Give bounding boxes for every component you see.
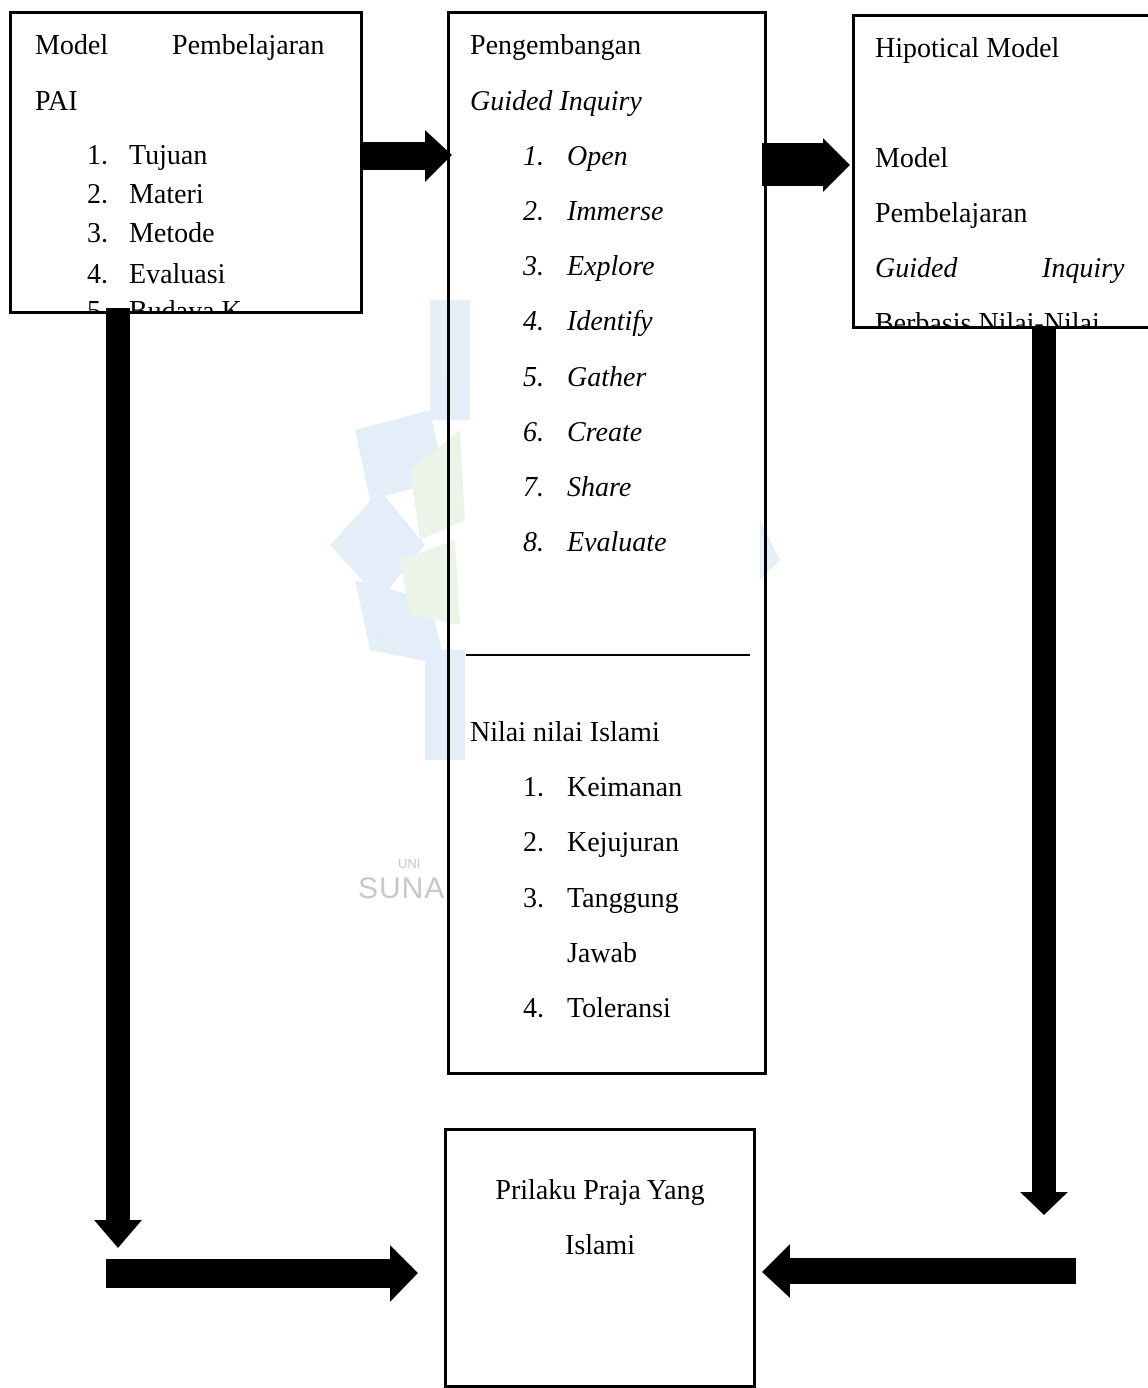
step-identify: Identify [567, 306, 653, 337]
arrow-box2-to-box3 [762, 138, 850, 192]
box1-item-number: 1. [87, 140, 108, 171]
step-number: 6. [523, 417, 544, 448]
step-number: 5. [523, 362, 544, 393]
step-explore: Explore [567, 251, 655, 282]
box3-title: Hipotical Model [875, 33, 1060, 64]
box1-item-number: 2. [87, 179, 108, 210]
box2-values-title: Nilai nilai Islami [470, 717, 660, 748]
step-number: 8. [523, 527, 544, 558]
arrow-bottom-right-to-box4 [762, 1244, 1076, 1298]
step-immerse: Immerse [567, 196, 664, 227]
box1-item-number: 3. [87, 218, 108, 249]
arrow-right-vertical-down [1020, 326, 1068, 1215]
step-gather: Gather [567, 362, 647, 393]
box1-item-metode: Metode [129, 218, 215, 249]
box2-title: Pengembangan [470, 30, 642, 61]
box1-item-tujuan: Tujuan [129, 140, 208, 171]
step-number: 7. [523, 472, 544, 503]
box1-item-number: 5. [87, 296, 108, 314]
box1-title-word-2: Pembelajaran [172, 30, 325, 61]
arrow-bottom-left-to-box4 [106, 1245, 418, 1302]
box1-title-line-2: PAI [35, 86, 78, 117]
box4-line-1: Prilaku Praja Yang [495, 1175, 705, 1206]
value-number: 3. [523, 883, 544, 914]
step-number: 2. [523, 196, 544, 227]
box2-divider [466, 654, 750, 656]
value-tanggung: Tanggung [567, 883, 679, 914]
box1-item-budaya: Budaya K [129, 296, 242, 314]
value-number: 2. [523, 827, 544, 858]
value-jawab: Jawab [567, 938, 637, 969]
box1-title-word-1: Model [35, 30, 109, 61]
box-pengembangan-guided-inquiry: Pengembangan Guided Inquiry 1. Open 2. I… [447, 11, 767, 1075]
step-number: 3. [523, 251, 544, 282]
value-number: 4. [523, 993, 544, 1024]
value-number: 1. [523, 772, 544, 803]
step-number: 1. [523, 141, 544, 172]
step-create: Create [567, 417, 643, 448]
box3-word-guided: Guided [875, 253, 958, 284]
step-open: Open [567, 141, 628, 172]
box4-line-2: Islami [565, 1230, 635, 1261]
value-kejujuran: Kejujuran [567, 827, 679, 858]
step-share: Share [567, 472, 632, 503]
step-evaluate: Evaluate [567, 527, 667, 558]
box3-word-inquiry: Inquiry [1042, 253, 1125, 284]
box3-line-pembelajaran: Pembelajaran [875, 198, 1028, 229]
value-keimanan: Keimanan [567, 772, 683, 803]
box1-item-number: 4. [87, 259, 108, 290]
box-model-pembelajaran-pai: Model Pembelajaran PAI 1. Tujuan 2. Mate… [9, 11, 363, 314]
arrow-left-vertical-down [94, 308, 142, 1248]
arrow-box1-to-box2 [363, 130, 452, 182]
box1-item-evaluasi: Evaluasi [129, 259, 226, 290]
box1-item-materi: Materi [129, 179, 204, 210]
box3-line-berbasis: Berbasis Nilai-Nilai [875, 308, 1100, 329]
box3-line-model: Model [875, 143, 949, 174]
watermark-text-small: UNI [398, 856, 421, 871]
box-hipotical-model: Hipotical Model Model Pembelajaran Guide… [852, 14, 1148, 329]
value-toleransi: Toleransi [567, 993, 671, 1024]
box-prilaku-praja: Prilaku Praja Yang Islami [444, 1128, 756, 1388]
watermark-text-large: SUNA [358, 872, 446, 905]
box2-subtitle: Guided Inquiry [470, 86, 642, 117]
step-number: 4. [523, 306, 544, 337]
